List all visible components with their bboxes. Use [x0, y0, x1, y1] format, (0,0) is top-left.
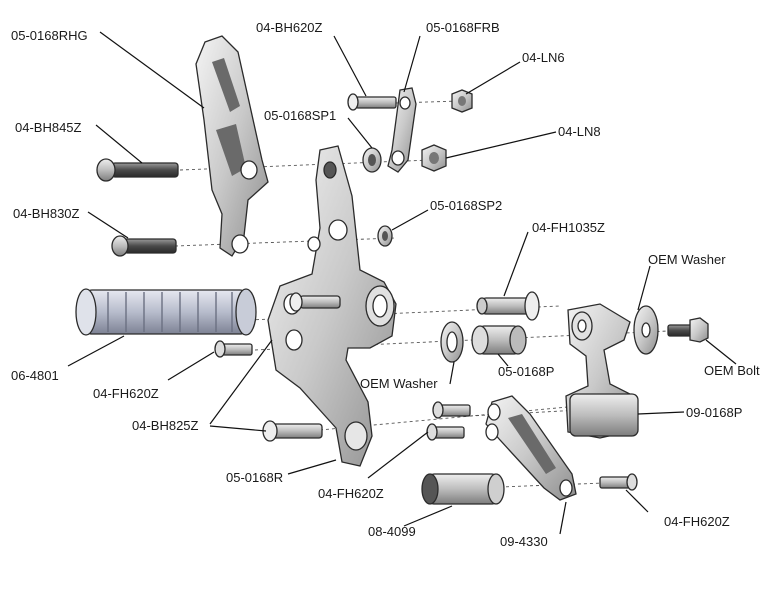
linkage-4330-part [485, 395, 577, 501]
bolt-bh825z-lower-part [262, 420, 323, 442]
label-04-ln6: 04-LN6 [522, 50, 565, 65]
oem-bolt-part [667, 317, 709, 343]
screw-fh620z-left-part [214, 340, 253, 358]
nut-ln6-part [451, 89, 473, 113]
oem-washer-mid-part [440, 321, 464, 363]
label-04-bh825z: 04-BH825Z [132, 418, 199, 433]
label-05-0168sp1: 05-0168SP1 [264, 108, 336, 123]
label-oem-washer-mid: OEM Washer [360, 376, 438, 391]
bolt-bh845z-part [96, 158, 179, 182]
label-05-0168p: 05-0168P [498, 364, 554, 379]
spacer-sp2-part [377, 225, 393, 247]
label-08-4099: 08-4099 [368, 524, 416, 539]
screw-fh620z-right-part [599, 473, 638, 491]
link-frb-part [387, 87, 417, 173]
label-09-0168p: 09-0168P [686, 405, 742, 420]
label-04-bh620z: 04-BH620Z [256, 20, 323, 35]
spacer-4099-part [421, 473, 505, 505]
nut-ln8-part [421, 144, 447, 172]
label-05-0168sp2: 05-0168SP2 [430, 198, 502, 213]
label-04-bh830z: 04-BH830Z [13, 206, 80, 221]
label-05-0168frb: 05-0168FRB [426, 20, 500, 35]
bolt-bh620z-top-part [347, 93, 397, 111]
part-labels: 05-0168RHG 04-BH845Z 04-BH830Z 06-4801 0… [11, 20, 760, 549]
label-05-0168rhg: 05-0168RHG [11, 28, 88, 43]
pin-fh1035z-part [476, 291, 540, 321]
oem-washer-right-part [633, 305, 659, 355]
leader-lines [67, 31, 737, 535]
footpeg-grip-part [75, 288, 257, 336]
label-04-ln8: 04-LN8 [558, 124, 601, 139]
bushing-0168p-part [471, 325, 527, 355]
label-04-fh620z-bottom: 04-FH620Z [318, 486, 384, 501]
pedal-arm-part [565, 303, 639, 439]
heel-guard-part [195, 35, 269, 257]
label-09-4330: 09-4330 [500, 534, 548, 549]
label-04-fh620z-left: 04-FH620Z [93, 386, 159, 401]
spacer-sp1-part [362, 147, 382, 173]
label-05-0168r: 05-0168R [226, 470, 283, 485]
label-06-4801: 06-4801 [11, 368, 59, 383]
label-oem-washer-right: OEM Washer [648, 252, 726, 267]
screws-fh620z-mid-part [426, 401, 471, 441]
label-oem-bolt: OEM Bolt [704, 363, 760, 378]
bolt-bh825z-part [289, 292, 341, 312]
label-04-fh1035z: 04-FH1035Z [532, 220, 605, 235]
label-04-fh620z-right: 04-FH620Z [664, 514, 730, 529]
label-04-bh845z: 04-BH845Z [15, 120, 82, 135]
bolt-bh830z-part [111, 235, 177, 257]
